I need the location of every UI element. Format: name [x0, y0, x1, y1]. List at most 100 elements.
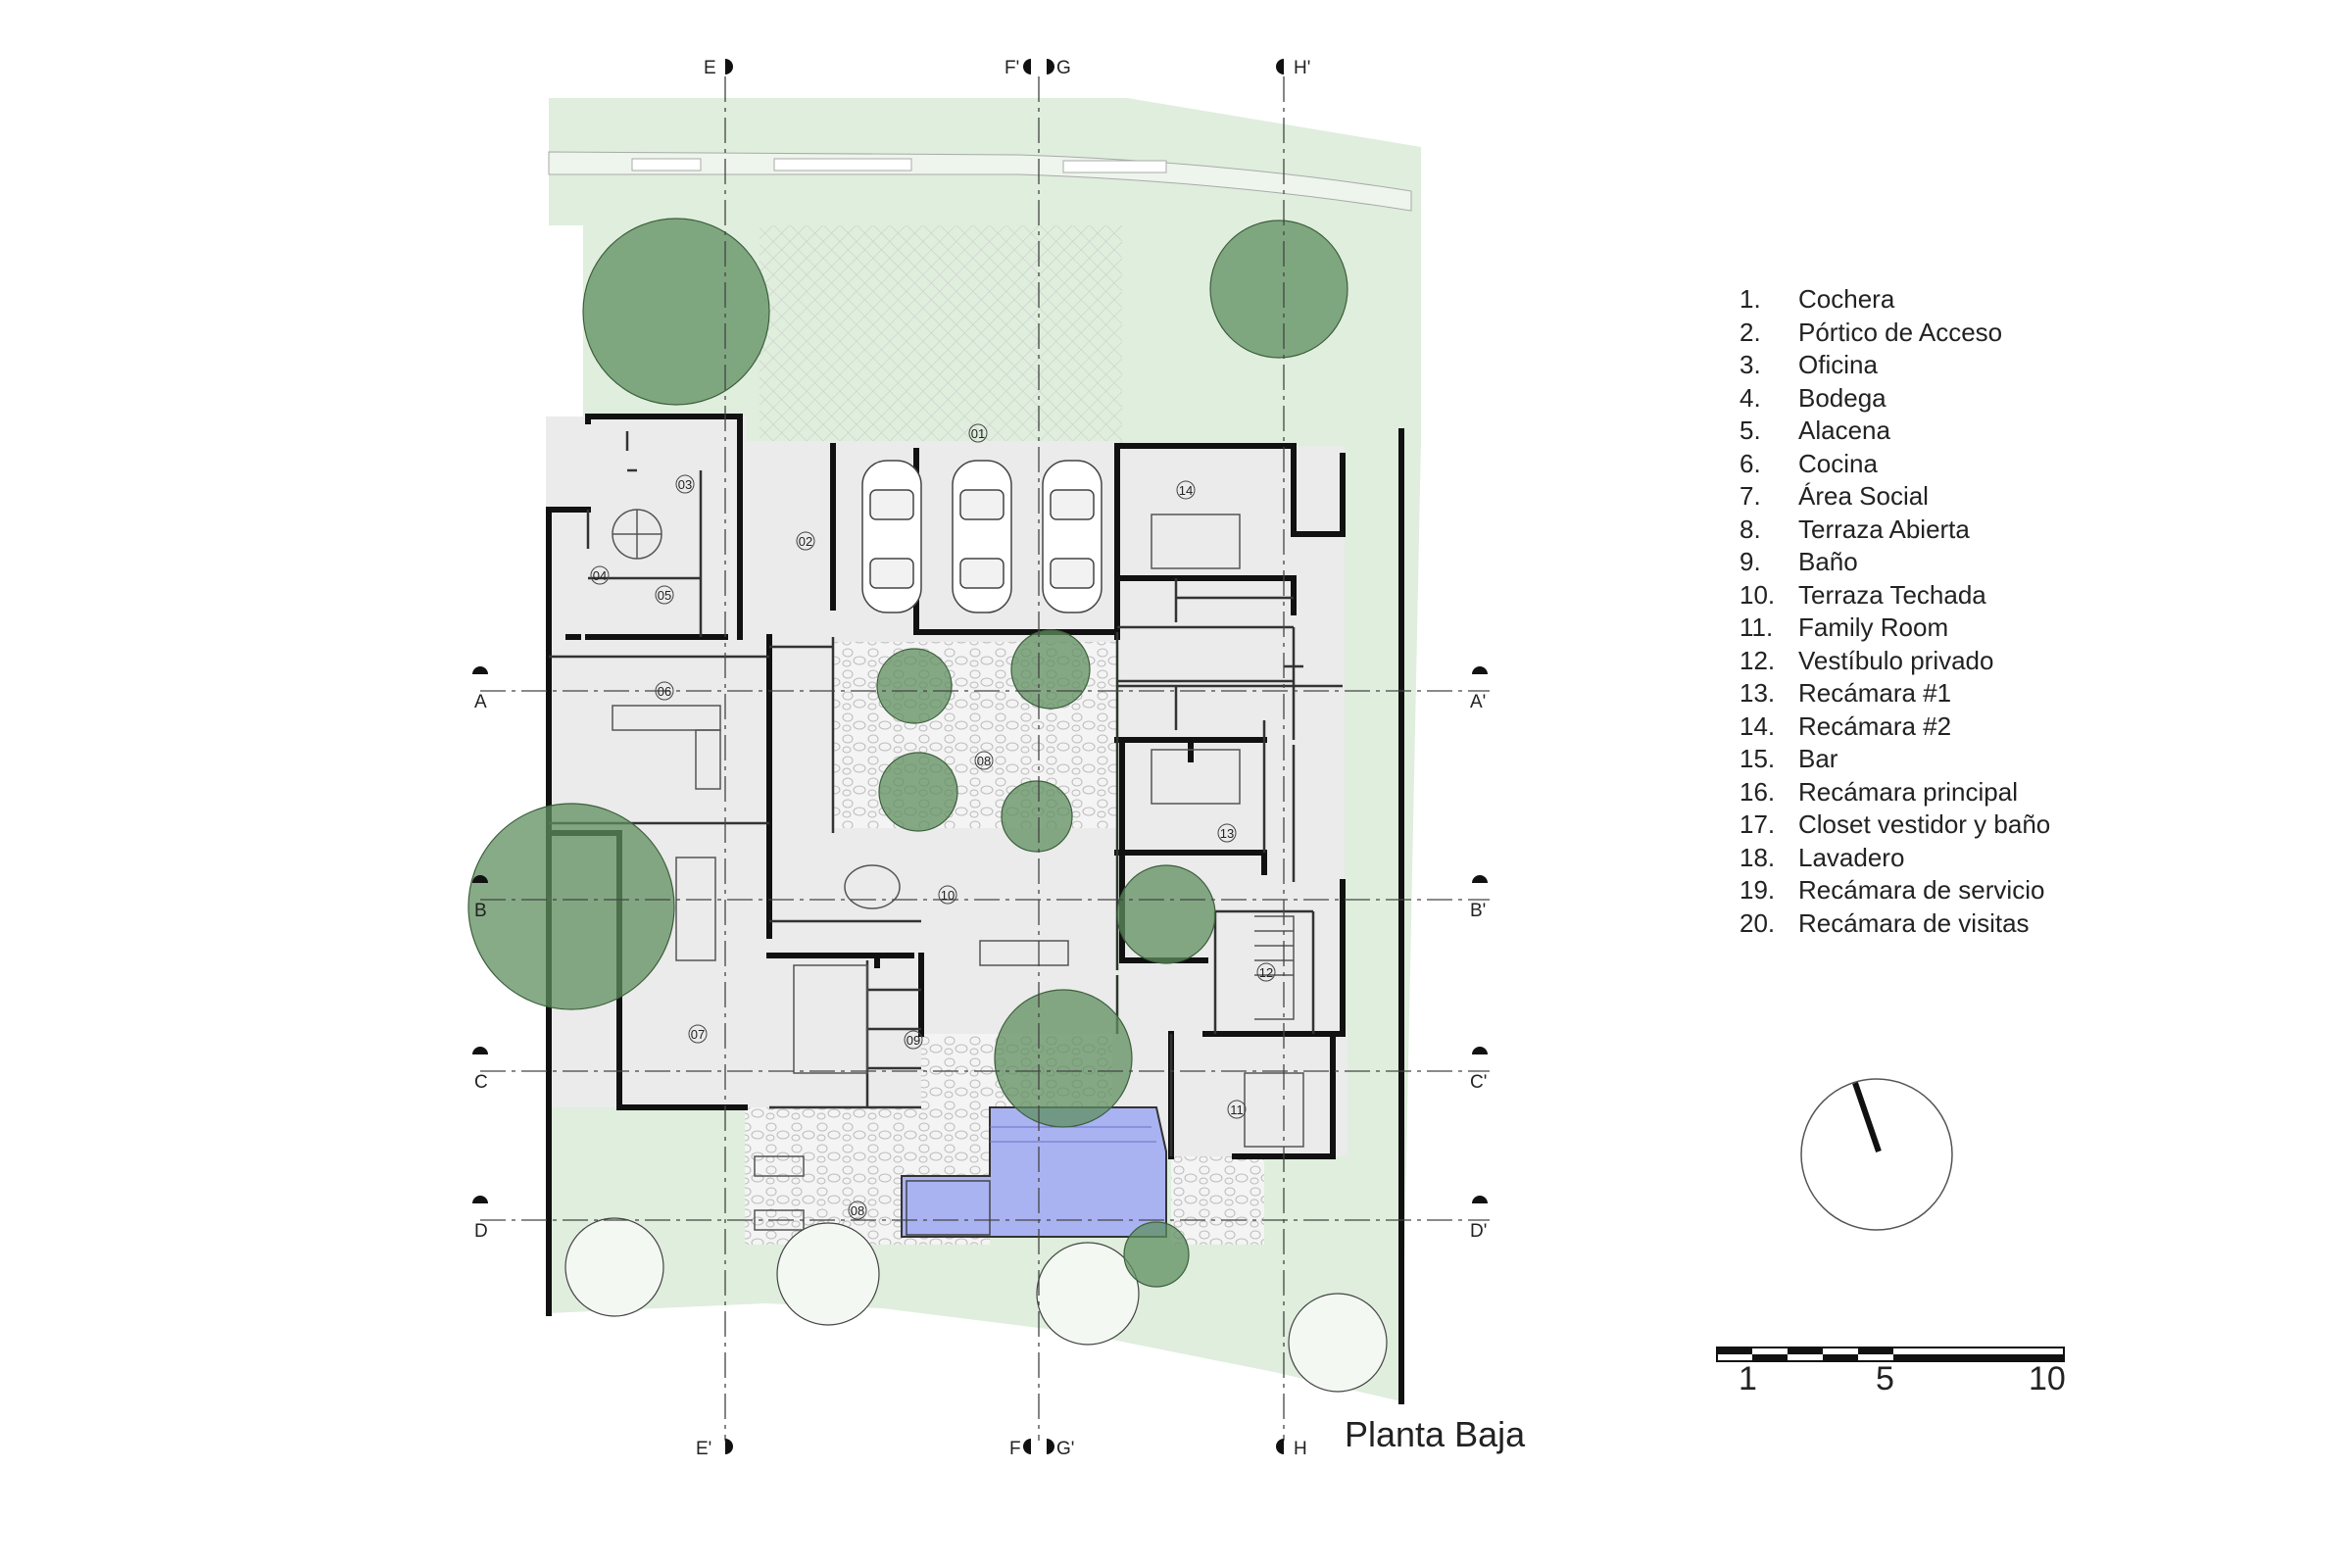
room-numbers: 01 02 03 04 05 06 07 08 09 10 11 12 13 1… — [590, 423, 1276, 1220]
legend-item: 8.Terraza Abierta — [1740, 514, 2249, 548]
svg-text:09: 09 — [906, 1033, 920, 1048]
legend-item: 18. Lavadero — [1740, 843, 2249, 876]
legend-room-name: Baño — [1798, 547, 1858, 576]
legend-number: 3. — [1740, 350, 1761, 379]
legend-item: 11.Family Room — [1740, 612, 2249, 646]
scale-label-10: 10 — [2029, 1360, 2066, 1397]
room-08: 08 — [974, 751, 994, 770]
legend-number: 14. — [1740, 710, 1776, 741]
axis-bottom-f: F — [1009, 1439, 1021, 1459]
svg-text:10: 10 — [941, 888, 955, 903]
legend-item: 19. Recámara de servicio — [1740, 875, 2249, 908]
legend-number: 12. — [1740, 645, 1776, 675]
pool — [901, 1106, 1167, 1238]
legend-item: 6. Cocina — [1740, 449, 2249, 482]
axis-bottom-h: H — [1294, 1439, 1307, 1459]
driveway-hatch — [760, 225, 1122, 446]
car-icons — [861, 460, 1102, 613]
legend-item: 5. Alacena — [1740, 416, 2249, 449]
axis-bottom-e: E' — [696, 1439, 711, 1459]
room-09: 09 — [904, 1030, 923, 1050]
legend-number: 5. — [1740, 416, 1761, 445]
svg-text:08: 08 — [851, 1203, 864, 1218]
legend-room-name: Pórtico de Acceso — [1798, 317, 2003, 347]
legend-item: 17. Closet vestidor y baño — [1740, 809, 2249, 843]
legend-room-name: Recámara principal — [1798, 776, 2018, 807]
svg-text:05: 05 — [658, 588, 671, 603]
svg-text:04: 04 — [593, 568, 607, 583]
scale-label-1: 1 — [1739, 1360, 1757, 1397]
legend-item: 16.Recámara principal — [1740, 777, 2249, 810]
legend-number: 19. — [1740, 875, 1776, 905]
legend-number: 17. — [1740, 809, 1776, 839]
axis-markers — [472, 59, 1488, 1454]
legend-room-name: Alacena — [1798, 416, 1890, 445]
legend-room-name: Cocina — [1798, 448, 1878, 478]
room-11: 11 — [1227, 1100, 1247, 1119]
legend-number: 20. — [1740, 907, 1776, 938]
axis-labels: E F' G H' E' F G' H A B C D A' B' C' D' — [474, 58, 1487, 1459]
legend-item: 14. Recámara #2 — [1740, 711, 2249, 745]
room-13: 13 — [1217, 823, 1237, 843]
legend-number: 9. — [1740, 547, 1761, 576]
room-04: 04 — [590, 565, 610, 585]
axis-left-a: A — [474, 692, 487, 712]
legend-item: 7. Área Social — [1740, 481, 2249, 514]
axis-top-e: E — [704, 58, 716, 78]
svg-text:07: 07 — [691, 1027, 705, 1042]
legend-room-name: Recámara de visitas — [1798, 907, 2030, 938]
legend-room-name: Closet vestidor y baño — [1798, 809, 2051, 839]
svg-text:08: 08 — [977, 754, 991, 768]
legend-item: 2. Pórtico de Acceso — [1740, 318, 2249, 351]
legend-room-name: Cochera — [1798, 284, 1895, 314]
axis-right-c: C' — [1470, 1072, 1487, 1093]
legend-room-name: Lavadero — [1798, 842, 1905, 872]
room-07: 07 — [688, 1024, 708, 1044]
room-14: 14 — [1176, 480, 1196, 500]
legend-number: 2. — [1740, 317, 1761, 347]
axis-right-d: D' — [1470, 1221, 1487, 1242]
svg-text:12: 12 — [1259, 965, 1273, 980]
svg-text:03: 03 — [678, 477, 692, 492]
svg-text:06: 06 — [658, 684, 671, 699]
legend-room-name: Vestíbulo privado — [1798, 645, 1994, 675]
axis-right-a: A' — [1470, 692, 1486, 712]
legend-room-name: Oficina — [1798, 350, 1878, 379]
svg-text:02: 02 — [799, 534, 812, 549]
legend-room-name: Área Social — [1798, 481, 1929, 511]
axis-right-b: B' — [1470, 901, 1486, 921]
legend-item: 10.Terraza Techada — [1740, 580, 2249, 613]
shrub-trees — [564, 1217, 1388, 1393]
legend-number: 7. — [1740, 481, 1761, 511]
grid-axes — [480, 76, 1490, 1441]
plan-title: Planta Baja — [1345, 1414, 1526, 1454]
legend-room-name: Bodega — [1798, 382, 1886, 413]
axis-top-g: G — [1056, 58, 1071, 78]
legend-number: 18. — [1740, 842, 1776, 872]
legend-room-name: Recámara de servicio — [1798, 875, 2045, 905]
sidewalk-strip — [548, 151, 1412, 212]
legend-room-name: Terraza Abierta — [1798, 514, 1970, 544]
legend-item: 12. Vestíbulo privado — [1740, 646, 2249, 679]
legend-number: 10. — [1740, 579, 1776, 610]
legend-room-name: Bar — [1798, 744, 1838, 773]
axis-top-f: F' — [1004, 58, 1019, 78]
scale-label-5: 5 — [1876, 1360, 1894, 1397]
legend-item: 4. Bodega — [1740, 383, 2249, 416]
furniture — [612, 509, 1304, 1231]
legend-item: 13. Recámara #1 — [1740, 678, 2249, 711]
room-08-back: 08 — [848, 1200, 867, 1220]
axis-top-h: H' — [1294, 58, 1310, 78]
legend-room-name: Recámara #1 — [1798, 678, 1952, 708]
legend-number: 6. — [1740, 448, 1761, 478]
legend-number: 11. — [1740, 612, 1774, 642]
legend-item: 20. Recámara de visitas — [1740, 908, 2249, 942]
legend-item: 1.Cochera — [1740, 284, 2249, 318]
legend-room-name: Recámara #2 — [1798, 710, 1952, 741]
legend-number: 4. — [1740, 382, 1761, 413]
svg-text:11: 11 — [1230, 1102, 1244, 1117]
room-12: 12 — [1256, 962, 1276, 982]
legend-number: 13. — [1740, 678, 1776, 708]
